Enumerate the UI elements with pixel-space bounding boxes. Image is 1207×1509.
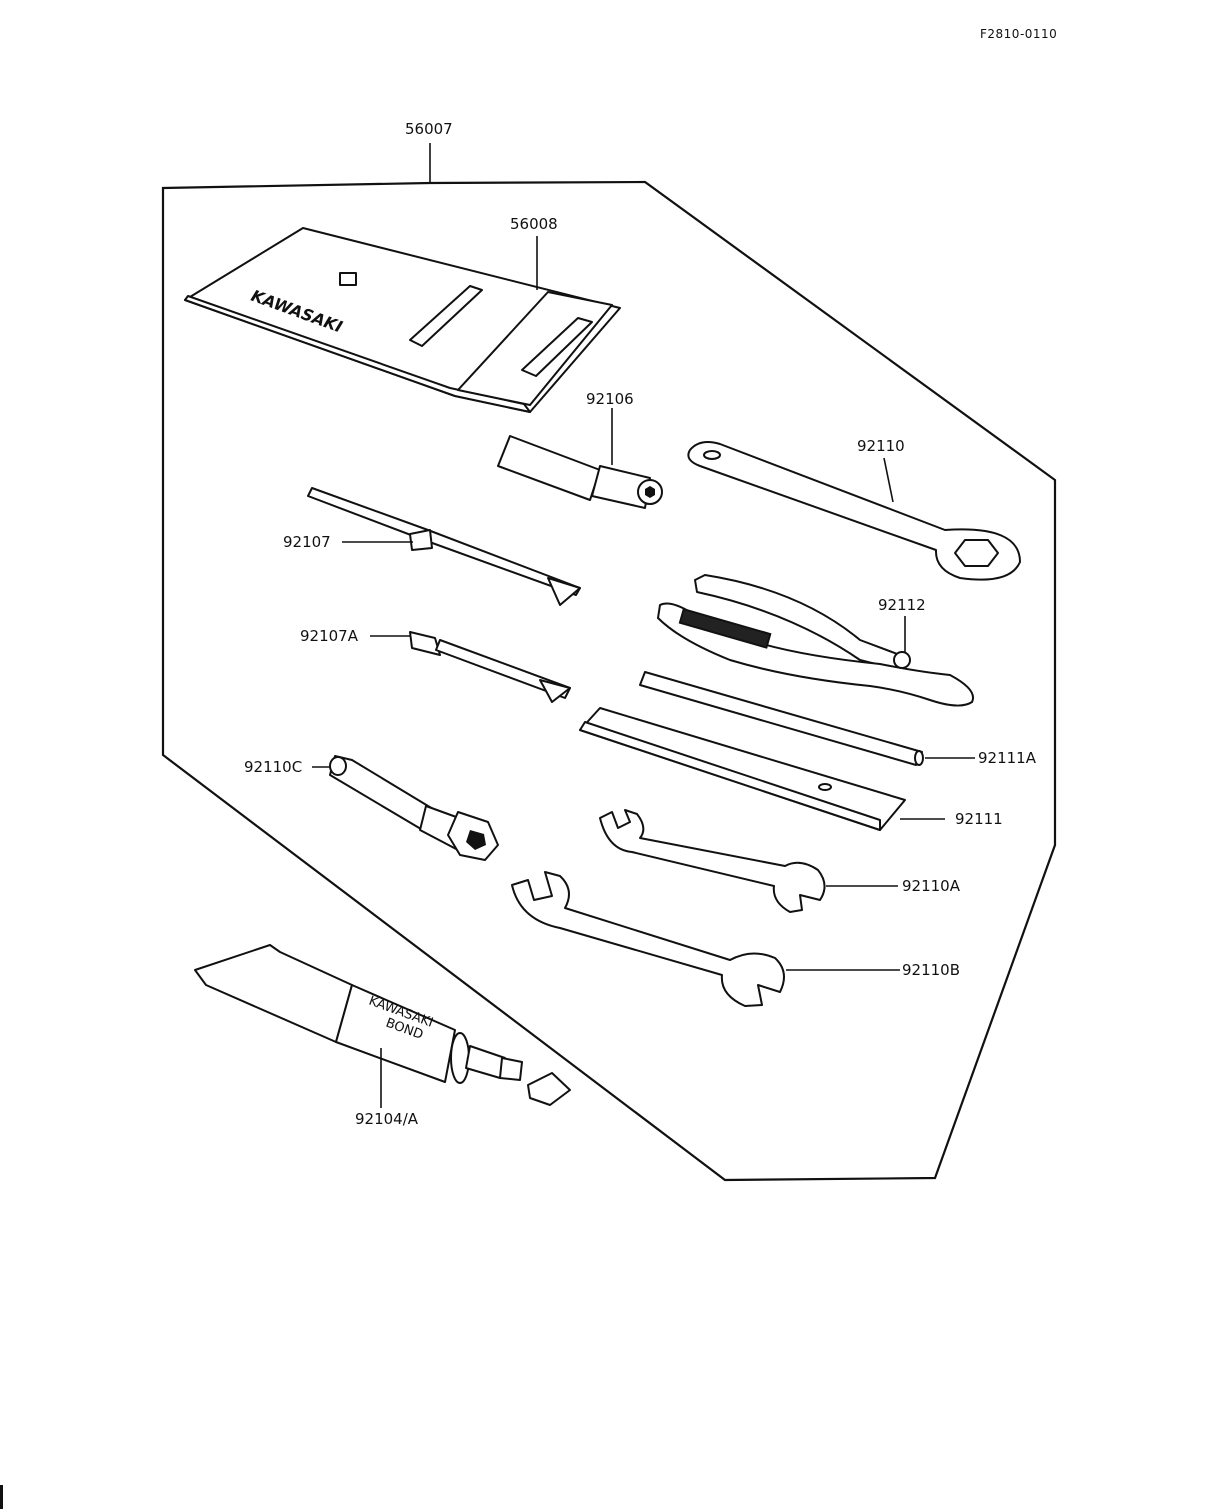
- screwdriver-a: [409, 631, 571, 703]
- label-wrench-b: 92110B: [902, 961, 960, 979]
- screwdriver: [307, 487, 581, 606]
- label-wrench-a: 92110A: [902, 877, 961, 895]
- label-socket-handle: 92106: [586, 390, 634, 408]
- ring-wrench: [687, 441, 1021, 581]
- rod: [639, 671, 924, 766]
- label-ring-wrench: 92110: [857, 437, 905, 455]
- bond-tube: KAWASAKI BOND: [194, 944, 571, 1106]
- flat-bar: [579, 707, 906, 831]
- wrench-a: [599, 809, 826, 913]
- label-screwdriver: 92107: [283, 533, 331, 551]
- label-bond: 92104/A: [355, 1110, 419, 1128]
- kit-boundary: [161, 180, 1057, 1182]
- wrench-b: [511, 871, 785, 1007]
- label-rod: 92111A: [978, 749, 1037, 767]
- socket-handle: [497, 435, 663, 509]
- tool-pouch: KAWASAKI: [184, 227, 621, 413]
- document-code: F2810-0110: [980, 27, 1057, 41]
- label-pouch: 56008: [510, 215, 558, 233]
- scan-mark: [0, 1485, 3, 1509]
- label-kit: 56007: [405, 120, 453, 138]
- label-box-wrench: 92110C: [244, 758, 302, 776]
- pliers: [657, 574, 974, 707]
- box-wrench: [329, 755, 499, 861]
- label-screwdriver-a: 92107A: [300, 627, 359, 645]
- label-pliers: 92112: [878, 596, 926, 614]
- label-flat-bar: 92111: [955, 810, 1003, 828]
